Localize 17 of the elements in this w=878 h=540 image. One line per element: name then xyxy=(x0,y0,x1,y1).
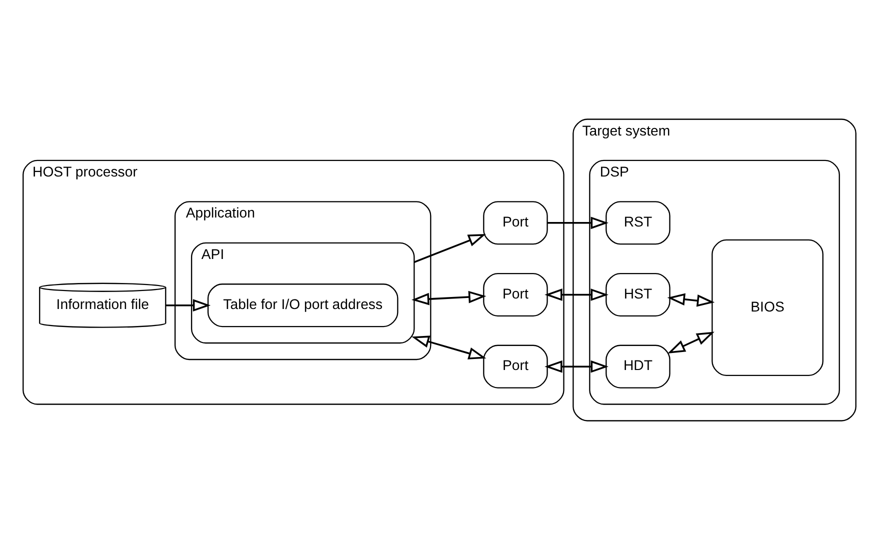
arrow xyxy=(165,299,210,312)
arrow xyxy=(411,290,486,306)
node-box: BIOS xyxy=(711,239,823,376)
arrow xyxy=(413,234,486,263)
node-box: HDT xyxy=(605,344,670,388)
node-box: HST xyxy=(605,272,670,317)
node-box: Port xyxy=(482,201,548,245)
arrow xyxy=(411,336,486,360)
arrow xyxy=(666,293,714,307)
node-box: Port xyxy=(482,272,548,317)
node-box: Port xyxy=(482,344,548,388)
node-box: Table for I/O port address xyxy=(206,284,398,328)
arrow xyxy=(667,332,714,354)
node-box: RST xyxy=(605,201,670,245)
arrow xyxy=(544,288,608,301)
arrow xyxy=(546,216,608,230)
arrow xyxy=(544,360,608,373)
